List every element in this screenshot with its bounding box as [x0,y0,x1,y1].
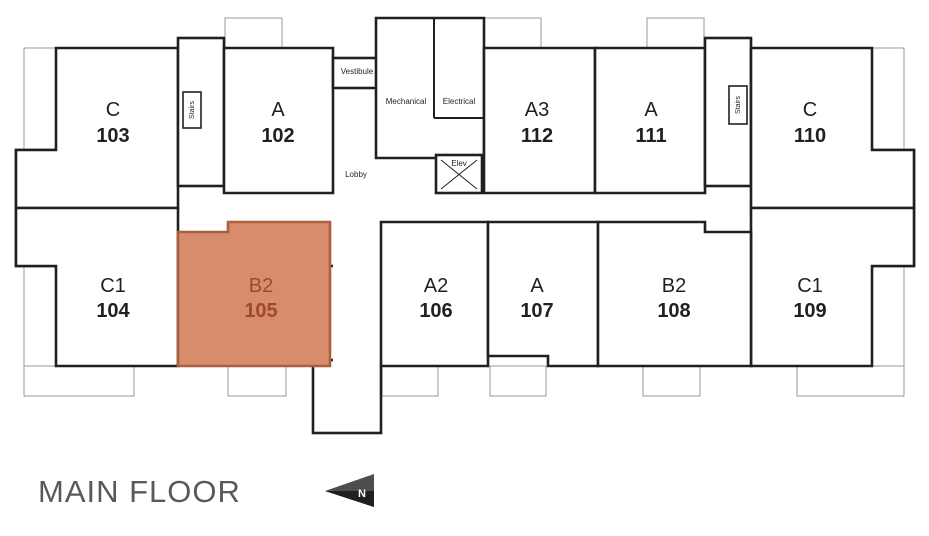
electrical-label: Electrical [443,97,476,106]
vestibule [331,56,383,90]
unit-105[interactable] [176,220,332,368]
unit-102-number: 102 [261,125,294,147]
unit-104-number: 104 [96,300,130,322]
unit-109-number: 109 [793,300,826,322]
unit-105-type: B2 [249,275,273,297]
unit-108-type: B2 [662,275,686,297]
unit-103-type: C [106,99,120,121]
unit-110-type: C [803,99,817,121]
unit-112-type: A3 [525,99,549,121]
unit-112-number: 112 [521,125,553,147]
mechanical-label: Mechanical [386,97,427,106]
unit-110-number: 110 [794,125,826,147]
stairs-right-label: Stairs [735,96,742,114]
elevator-label: Elev [451,159,467,168]
unit-108[interactable] [596,220,753,368]
vestibule-label: Vestibule [341,67,374,76]
unit-111[interactable] [593,46,707,195]
floor-title: MAIN FLOOR [38,474,241,509]
unit-106-number: 106 [419,300,452,322]
unit-111-number: 111 [635,125,666,147]
unit-105-number: 105 [244,300,277,322]
stairs-left-label: Stairs [189,101,196,119]
unit-104[interactable] [14,206,180,368]
north-arrow-icon: N [325,474,374,507]
unit-107-type: A [530,275,544,297]
unit-104-type: C1 [100,275,126,297]
lobby-label: Lobby [345,170,367,179]
unit-108-number: 108 [657,300,690,322]
unit-106-type: A2 [424,275,448,297]
unit-106[interactable] [379,220,490,368]
unit-102-type: A [271,99,285,121]
mechanical-room [374,16,486,160]
unit-107-number: 107 [520,300,553,322]
unit-111-type: A [644,99,658,121]
north-label: N [358,488,366,500]
unit-102[interactable] [222,46,335,195]
unit-109-type: C1 [797,275,823,297]
unit-103-number: 103 [96,125,129,147]
